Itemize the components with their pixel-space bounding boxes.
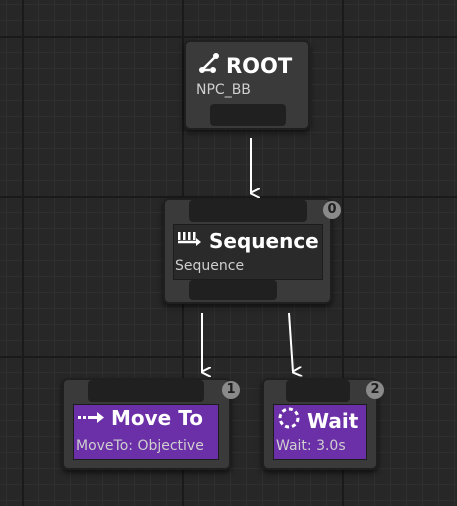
- move-to-index-badge: 1: [222, 381, 240, 399]
- wait-input-pin[interactable]: [286, 380, 350, 402]
- sequence-subtitle: Sequence: [175, 258, 245, 274]
- wait-index-badge: 2: [366, 381, 384, 399]
- move-arrow-icon: [77, 406, 105, 430]
- wait-task-panel: [273, 404, 367, 460]
- move-to-node[interactable]: 1 Move To MoveTo: Objective: [62, 378, 240, 470]
- sequence-title-row: Sequence: [177, 228, 319, 253]
- move-to-title: Move To: [111, 406, 203, 430]
- sequence-panel: [173, 224, 323, 280]
- sequence-icon: [177, 228, 203, 253]
- move-to-input-pin[interactable]: [88, 380, 204, 402]
- wait-node[interactable]: 2 Wait Wait: 3.0s: [262, 378, 384, 470]
- wait-dashed-circle-icon: [277, 406, 301, 435]
- root-node-title-row: ROOT: [198, 52, 292, 79]
- wait-title-row: Wait: [277, 406, 358, 435]
- sequence-index-badge: 0: [323, 201, 341, 219]
- move-to-title-row: Move To: [77, 406, 203, 430]
- root-node-title: ROOT: [226, 53, 293, 78]
- wait-subtitle: Wait: 3.0s: [276, 438, 346, 454]
- move-to-subtitle: MoveTo: Objective: [76, 438, 204, 454]
- sequence-input-pin[interactable]: [189, 200, 307, 222]
- sequence-node[interactable]: 0 Sequence Sequence: [163, 198, 341, 304]
- sequence-title: Sequence: [209, 228, 319, 253]
- wire-sequence-to-wait: [288, 312, 293, 372]
- sequence-output-pin[interactable]: [189, 280, 277, 300]
- root-node[interactable]: ROOT NPC_BB: [184, 40, 310, 130]
- root-output-pin[interactable]: [210, 104, 286, 126]
- wait-title: Wait: [307, 408, 359, 433]
- root-node-subtitle: NPC_BB: [196, 82, 251, 98]
- move-to-task-panel: [73, 404, 219, 460]
- root-branch-icon: [198, 52, 220, 79]
